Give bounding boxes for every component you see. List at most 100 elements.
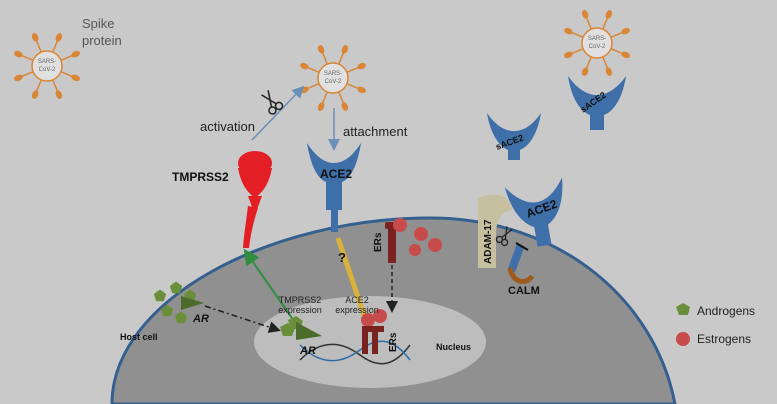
- spike-stalk: [21, 54, 34, 61]
- spike-head: [621, 51, 630, 59]
- ace2-receptor-main: [307, 143, 361, 232]
- sace2-soluble-left: [487, 113, 541, 160]
- virus-label-topleft-2: CoV-2: [39, 67, 56, 73]
- host-cell-label: Host cell: [120, 332, 158, 342]
- androgen-molecule: [160, 304, 174, 317]
- virus-label-middle-2: CoV-2: [325, 79, 342, 85]
- spike-head: [605, 67, 613, 76]
- spike-stalk: [610, 31, 623, 38]
- spike-stalk: [585, 56, 592, 69]
- tmprss2-receptor: [238, 151, 272, 248]
- scissors-icon: [261, 90, 284, 115]
- spike-head: [564, 51, 573, 59]
- legend-androgen-icon: [676, 303, 690, 315]
- spike-protein-label-2: protein: [82, 33, 122, 48]
- spike-head: [564, 27, 573, 35]
- tmprss2-label: TMPRSS2: [172, 170, 229, 184]
- sars-cov2-virus-topleft: [14, 33, 80, 99]
- spike-stalk: [338, 52, 345, 65]
- ar-cytoplasm-label: AR: [192, 313, 209, 325]
- spike-stalk: [307, 83, 320, 90]
- spike-head: [317, 102, 325, 111]
- spike-head: [605, 10, 613, 19]
- spike-stalk: [346, 83, 359, 90]
- activation-arrow: [251, 85, 305, 141]
- androgen-molecule: [153, 289, 167, 302]
- virus-label-right-2: CoV-2: [589, 44, 606, 50]
- sace2-soluble-right: [568, 76, 626, 130]
- spike-stalk: [610, 48, 623, 55]
- adam17-enzyme: [478, 194, 512, 268]
- spike-head: [55, 90, 63, 99]
- adam17-label: ADAM-17: [483, 219, 494, 264]
- calm-label: CALM: [508, 285, 540, 297]
- ar-translocation-arrow: [204, 305, 281, 333]
- ace2-expression-arrow: [335, 237, 368, 319]
- ace2-expression-label-1: ACE2: [345, 295, 369, 305]
- spike-head: [31, 33, 39, 42]
- nucleus-label: Nucleus: [436, 342, 471, 352]
- spike-stalk: [21, 71, 34, 78]
- spike-head: [341, 102, 349, 111]
- spike-head: [341, 45, 349, 54]
- tmprss2-expression-label-1: TMPRSS2: [279, 295, 322, 305]
- attachment-label: attachment: [343, 124, 408, 139]
- spike-stalk: [571, 48, 584, 55]
- spike-stalk: [35, 79, 42, 92]
- virus-label-topleft-1: SARS-: [38, 59, 56, 65]
- ar-nucleus-label: AR: [299, 345, 316, 357]
- calm-protein: [507, 267, 535, 285]
- spike-head: [55, 33, 63, 42]
- estrogen-molecules: [393, 218, 442, 256]
- spike-head: [581, 10, 589, 19]
- spike-stalk: [585, 17, 592, 30]
- sars-cov2-virus-right: [564, 10, 630, 76]
- spike-stalk: [321, 52, 328, 65]
- spike-head: [31, 90, 39, 99]
- spike-stalk: [346, 66, 359, 73]
- androgen-molecule: [174, 311, 188, 324]
- androgen-receptor-cytoplasm: [181, 296, 204, 310]
- spike-stalk: [321, 91, 328, 104]
- legend-estrogens-label: Estrogens: [697, 332, 751, 346]
- spike-stalk: [60, 54, 73, 61]
- spike-head: [317, 45, 325, 54]
- tmprss2-expression-label-2: expression: [278, 305, 322, 315]
- legend-androgens-label: Androgens: [697, 304, 755, 318]
- androgen-molecule: [169, 281, 183, 294]
- spike-protein-label-1: Spike: [82, 16, 115, 31]
- spike-head: [71, 74, 80, 82]
- spike-head: [300, 62, 309, 70]
- estrogen-receptor-nucleus: [361, 309, 387, 354]
- spike-stalk: [602, 56, 609, 69]
- activation-label: activation: [200, 119, 255, 134]
- spike-head: [14, 74, 23, 82]
- ace2-main-label: ACE2: [320, 167, 352, 181]
- spike-head: [14, 50, 23, 58]
- legend-estrogen-icon: [676, 332, 690, 346]
- spike-stalk: [52, 79, 59, 92]
- virus-label-middle-1: SARS-: [324, 71, 342, 77]
- tmprss2-expression-arrow: [243, 248, 293, 319]
- spike-stalk: [60, 71, 73, 78]
- spike-head: [621, 27, 630, 35]
- virus-label-right-1: SARS-: [588, 36, 606, 42]
- spike-stalk: [35, 40, 42, 53]
- spike-stalk: [52, 40, 59, 53]
- androgen-receptor-nucleus: [280, 316, 322, 340]
- nucleus: [254, 296, 486, 388]
- androgen-molecules-cytoplasm: [153, 281, 197, 324]
- dna-helix: [299, 340, 411, 365]
- spike-stalk: [338, 91, 345, 104]
- ers-top-label: ERs: [373, 232, 384, 252]
- spike-head: [581, 67, 589, 76]
- question-mark: ?: [338, 250, 346, 265]
- legend: Androgens Estrogens: [676, 303, 755, 346]
- spike-head: [357, 86, 366, 94]
- ace2-receptor-right: [504, 177, 563, 273]
- scissors-icon-adam17: [495, 226, 513, 247]
- virus-body: [581, 27, 613, 59]
- ace2-expression-label-2: expression: [335, 305, 379, 315]
